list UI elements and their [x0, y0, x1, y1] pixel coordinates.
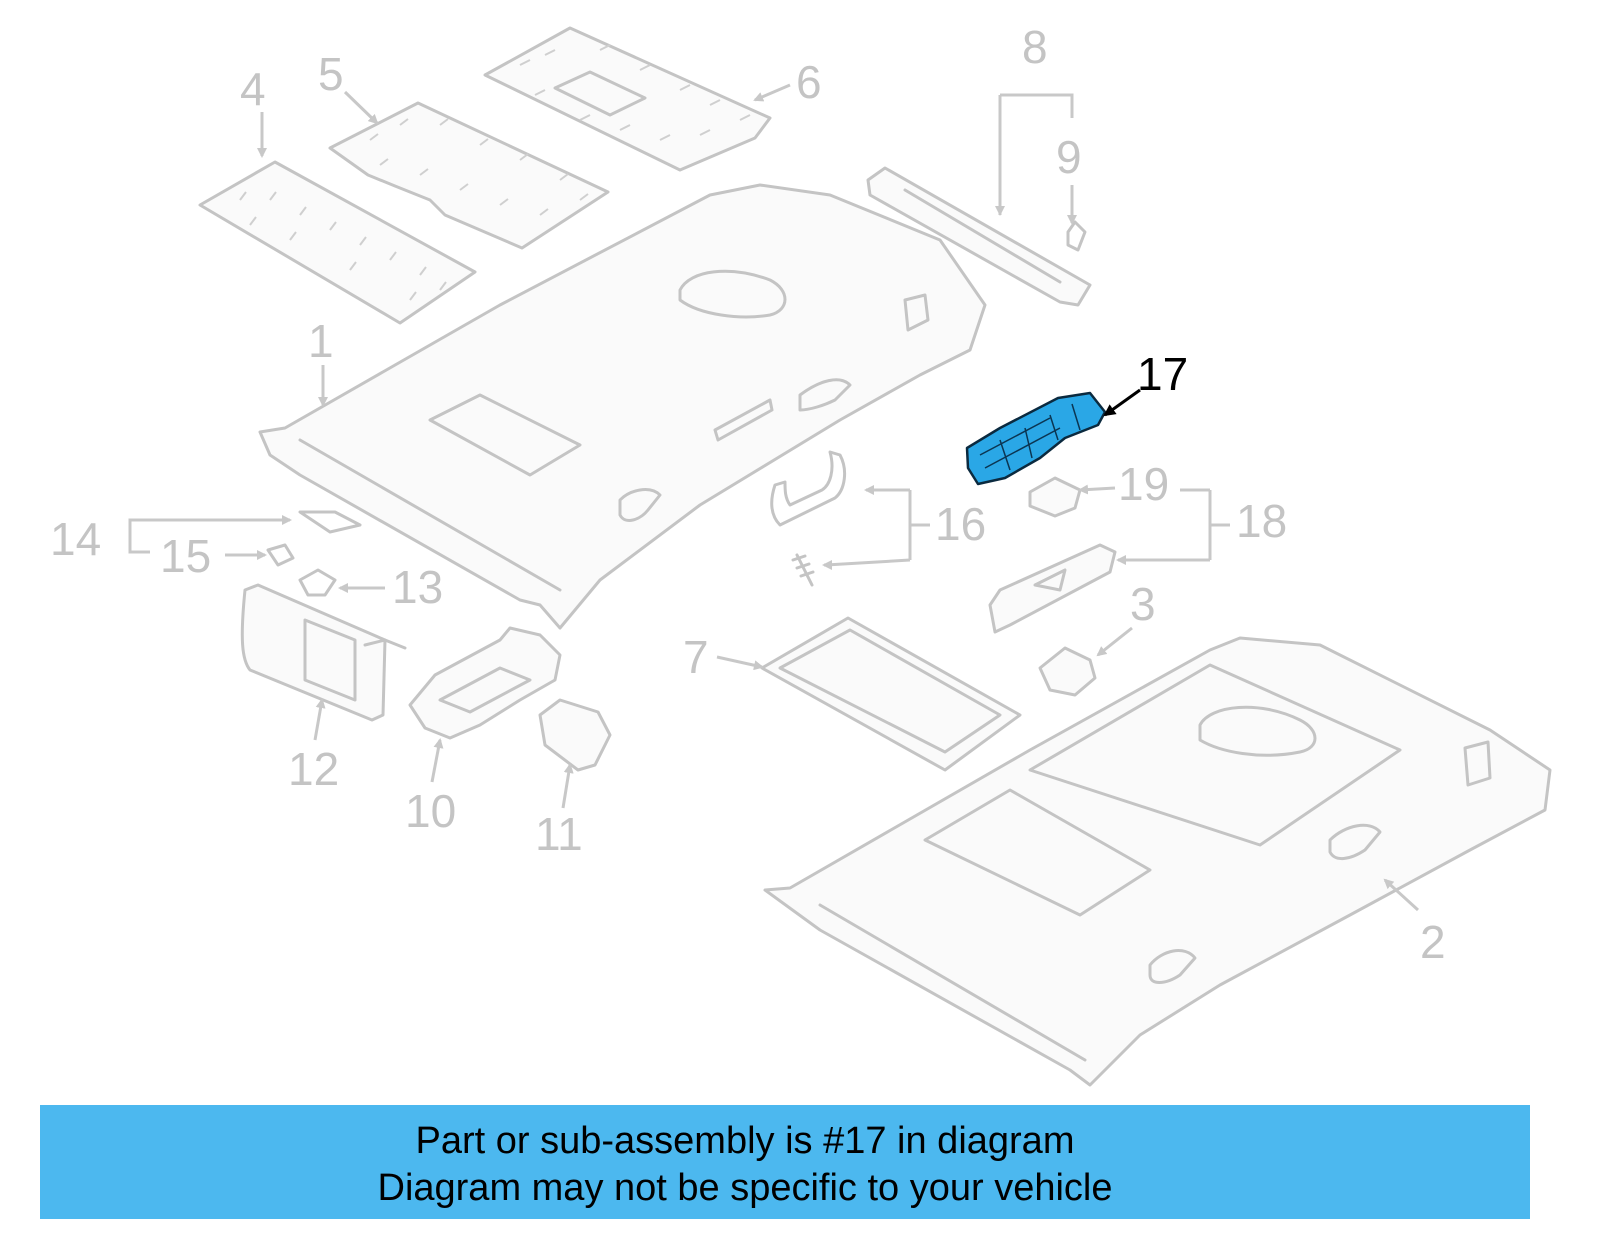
- clip-15: [266, 543, 295, 567]
- screw-16: [791, 553, 815, 587]
- banner-line-disclaimer: Diagram may not be specific to your vehi…: [377, 1167, 1113, 1209]
- roof-panel-5: [328, 101, 610, 250]
- leader-17: [1103, 388, 1141, 417]
- callout-5: 5: [318, 48, 344, 100]
- callout-7: 7: [683, 631, 709, 683]
- callout-14: 14: [50, 513, 101, 565]
- clip-9: [1066, 220, 1087, 252]
- hook-14: [298, 510, 362, 534]
- banner-line-part-number: Part or sub-assembly is #17 in diagram: [415, 1120, 1075, 1162]
- callout-11: 11: [535, 808, 583, 860]
- callout-18: 18: [1236, 495, 1287, 547]
- callout-6: 6: [796, 56, 822, 108]
- callout-13: 13: [392, 561, 443, 613]
- callout-2: 2: [1420, 916, 1446, 968]
- overhead-console-10: [408, 626, 562, 740]
- headliner-2: [763, 636, 1552, 1087]
- clip-13: [298, 568, 337, 597]
- callout-10: 10: [405, 785, 456, 837]
- callout-12: 12: [288, 743, 339, 795]
- callout-3: 3: [1130, 578, 1156, 630]
- cap-19: [1028, 476, 1082, 518]
- grip-18: [988, 543, 1117, 634]
- bracket-3: [1038, 646, 1097, 697]
- roof-panel-4: [198, 160, 477, 325]
- callout-8: 8: [1022, 21, 1048, 73]
- headliner-1: [258, 183, 987, 630]
- assist-handle-16: [770, 450, 847, 527]
- leader-lines: [128, 83, 1420, 912]
- callout-15: 15: [160, 530, 211, 582]
- info-banner: Part or sub-assembly is #17 in diagram D…: [40, 1105, 1530, 1219]
- roof-panel-6: [483, 26, 772, 172]
- callout-19: 19: [1118, 458, 1169, 510]
- callout-1: 1: [308, 315, 334, 367]
- part-17-highlighted: [965, 391, 1107, 486]
- sunroof-frame-7: [760, 616, 1022, 772]
- callout-4: 4: [240, 63, 266, 115]
- callout-9: 9: [1056, 131, 1082, 183]
- map-lamp-11: [538, 698, 612, 772]
- sun-visor-12: [240, 583, 407, 722]
- callout-16: 16: [935, 498, 986, 550]
- callout-17: 17: [1137, 348, 1188, 400]
- parts-diagram: 4 5 6 8 9 1 17 19 18 16 14 15 13 3 7 12 …: [50, 21, 1552, 1087]
- rail-strip-8: [866, 166, 1092, 307]
